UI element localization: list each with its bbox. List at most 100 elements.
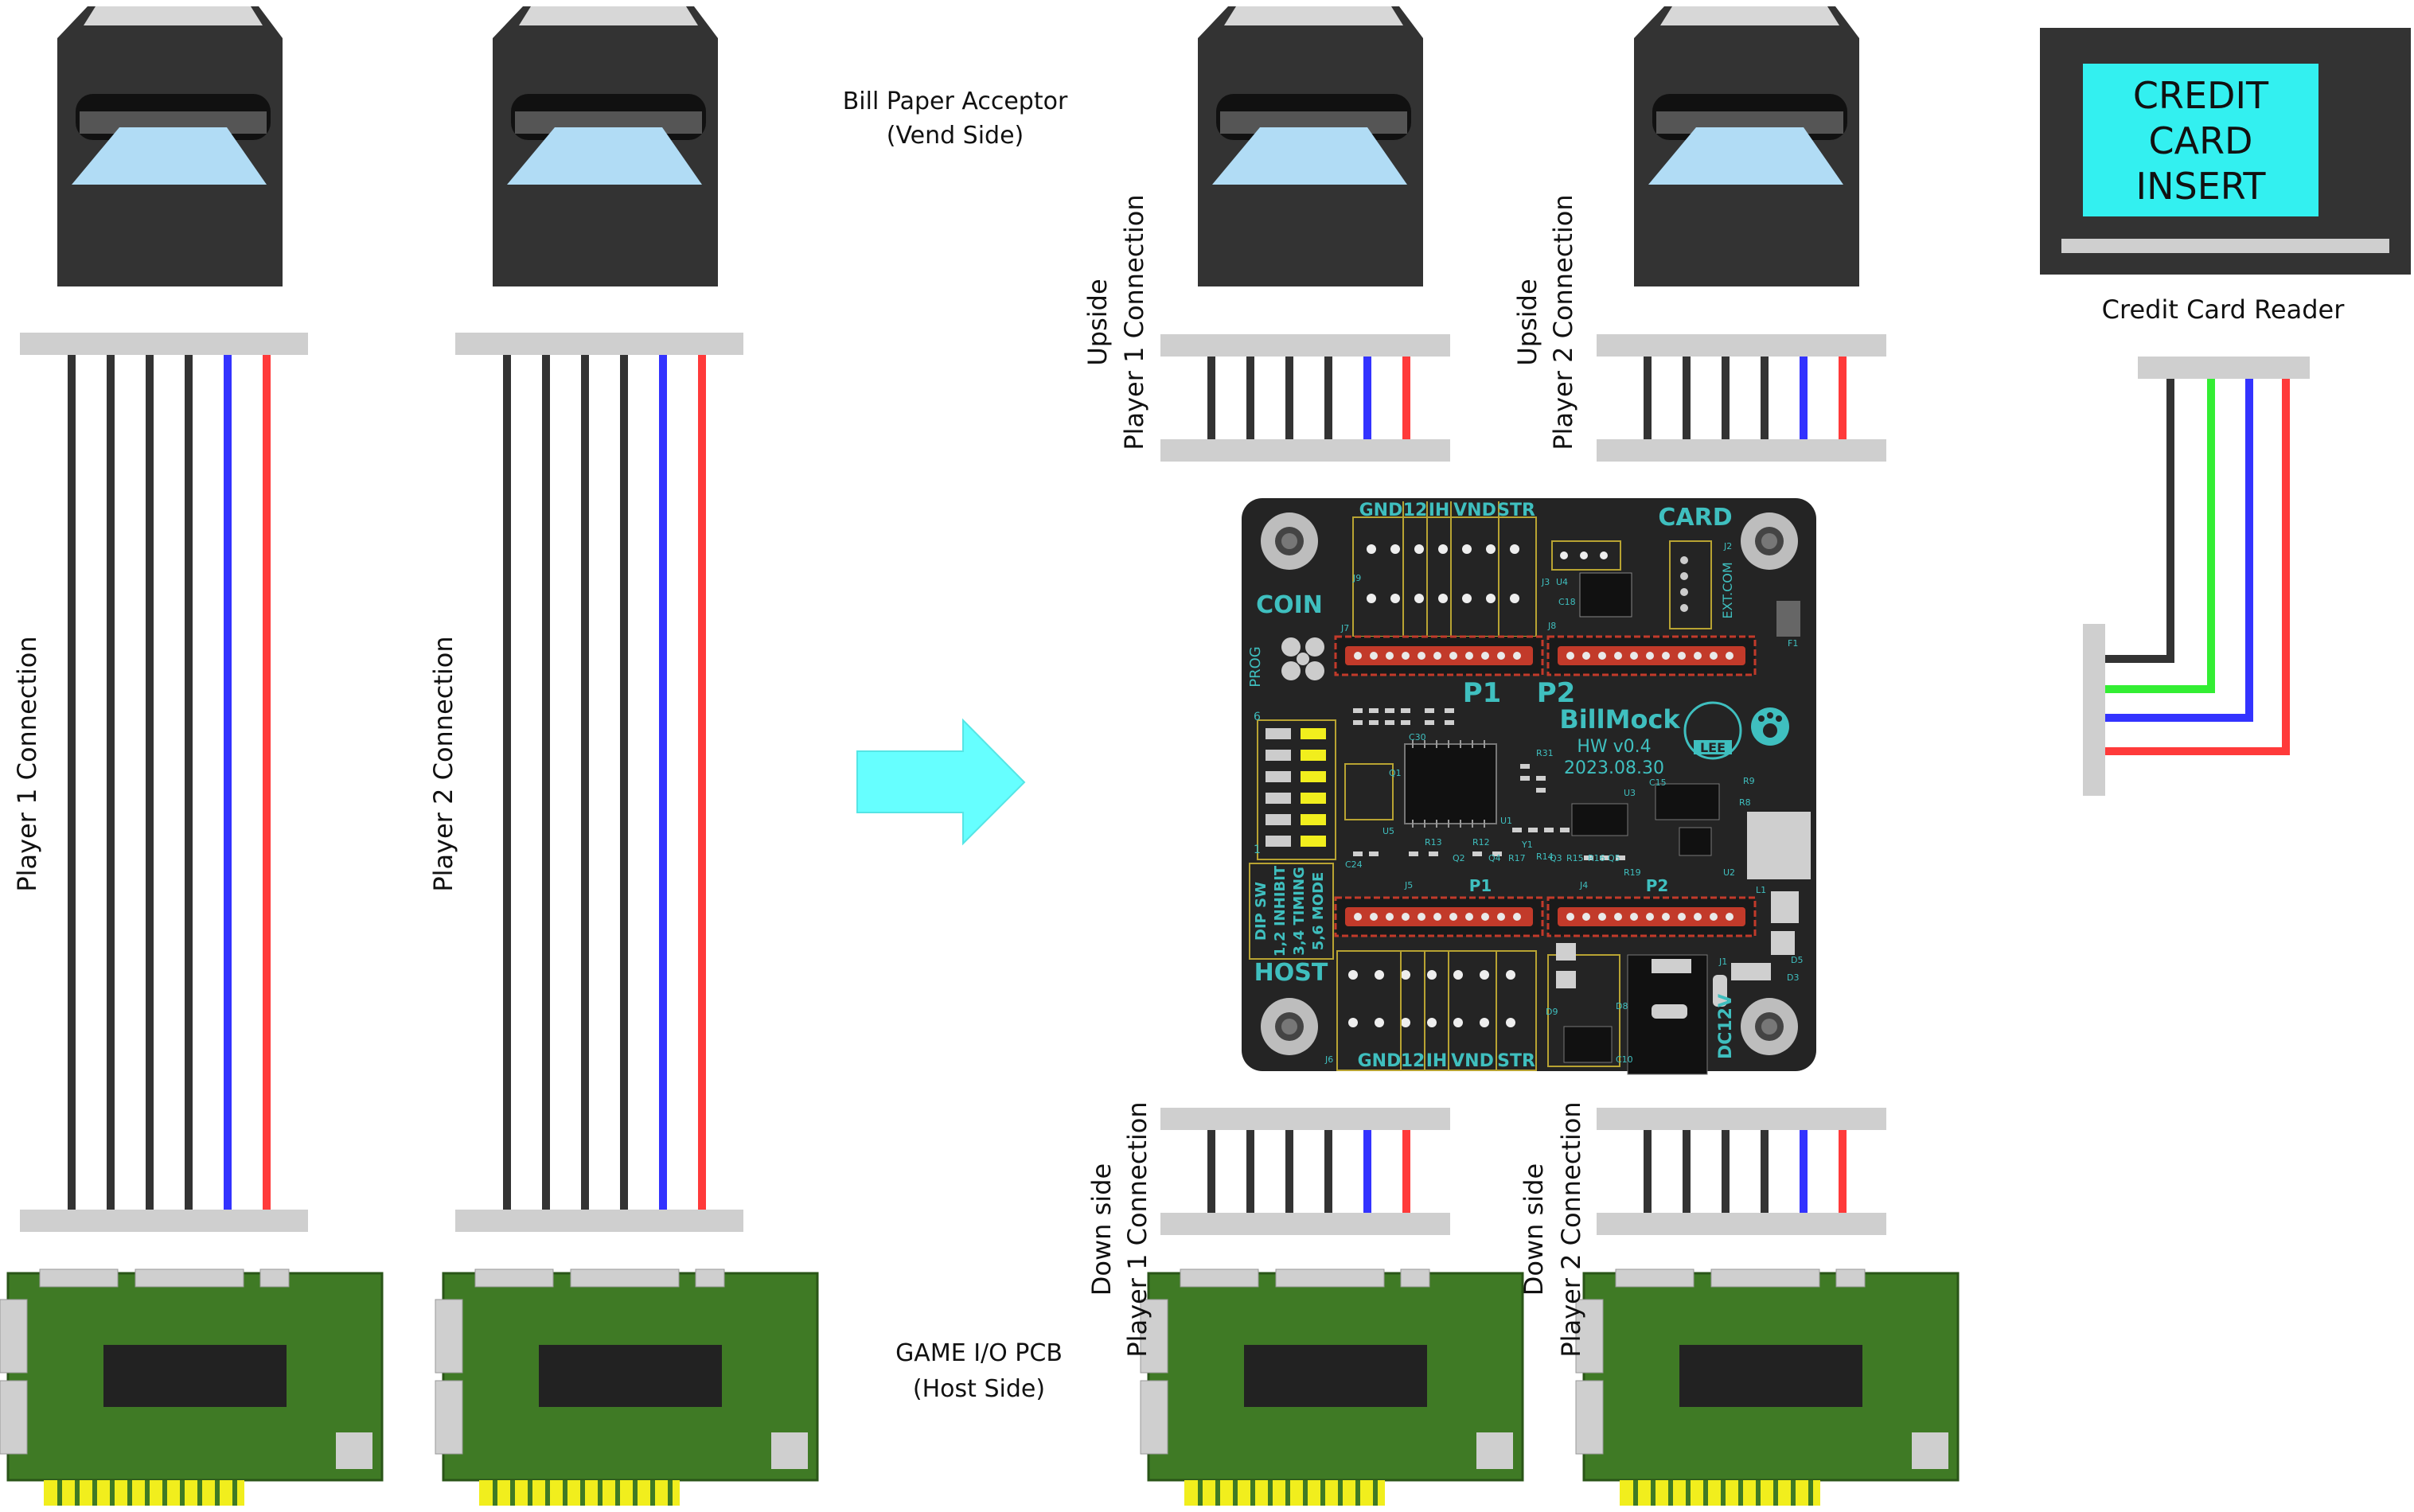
- vend-side-subtitle: (Vend Side): [887, 122, 1024, 150]
- ref-u3: U3: [1624, 788, 1636, 798]
- ref-q4: Q4: [1488, 853, 1501, 863]
- ref-j5: J5: [1404, 880, 1413, 890]
- ref-l1: L1: [1756, 885, 1766, 895]
- credit-reader-label: Credit Card Reader: [2102, 294, 2346, 325]
- ref-j3: J3: [1541, 577, 1550, 587]
- ref-u2: U2: [1723, 867, 1735, 878]
- credit-screen-line2: CARD: [2149, 119, 2253, 162]
- board-ext-label: EXT.COM: [1720, 562, 1735, 618]
- pin-label-bottom-12: 12: [1401, 1051, 1425, 1071]
- ref-u4: U4: [1556, 577, 1568, 587]
- ref-j8: J8: [1547, 621, 1556, 631]
- ref-d3: D3: [1787, 972, 1799, 983]
- host-side-subtitle: (Host Side): [913, 1375, 1045, 1403]
- ref-d5: D5: [1791, 955, 1803, 965]
- credit-screen-line3: INSERT: [2136, 165, 2267, 208]
- game-io-pcb-down-p1: [1141, 1269, 1523, 1506]
- pin-label-top-gnd: GND: [1359, 501, 1403, 520]
- board-version: HW v0.4: [1577, 737, 1651, 757]
- ref-f1: F1: [1788, 638, 1798, 649]
- pin-label-top-ih: IH: [1429, 501, 1450, 520]
- game-io-pcb-left-p2: [435, 1269, 817, 1506]
- ref-j7: J7: [1340, 623, 1349, 633]
- ref-d8: D8: [1616, 1001, 1628, 1011]
- pin-label-bottom-str: STR: [1497, 1051, 1535, 1071]
- pin-label-top-12: 12: [1403, 501, 1428, 520]
- vend-side-title: Bill Paper Acceptor: [843, 88, 1068, 115]
- bill-acceptor-up-p2: [1634, 6, 1859, 286]
- ref-c15: C15: [1649, 777, 1667, 788]
- dip-legend-1: 1,2 INHIBIT: [1272, 865, 1289, 957]
- credit-screen-line1: CREDIT: [2133, 74, 2269, 117]
- ref-c30: C30: [1409, 732, 1426, 742]
- board-date: 2023.08.30: [1564, 758, 1664, 778]
- board-host-label: HOST: [1254, 959, 1328, 987]
- label-up-p1: Player 1 Connection: [1119, 194, 1149, 450]
- ref-q5: Q5: [1608, 853, 1620, 863]
- cable-left-p1: [20, 333, 308, 1232]
- board-title: BillMock: [1559, 704, 1680, 735]
- ref-y1: Y1: [1521, 840, 1533, 850]
- ref-r9: R9: [1743, 776, 1755, 786]
- label-downside-2: Down side: [1519, 1163, 1549, 1296]
- ref-c10: C10: [1616, 1054, 1633, 1065]
- pin-label-bottom-ih: IH: [1426, 1051, 1448, 1071]
- bill-acceptor-left-p1: [57, 6, 283, 286]
- label-left-p1: Player 1 Connection: [12, 636, 42, 891]
- ref-r8: R8: [1739, 797, 1751, 808]
- dip-num-bottom: 1: [1254, 844, 1261, 856]
- ref-q1: Q1: [1389, 768, 1402, 778]
- cable-down-p2: [1597, 1108, 1886, 1235]
- label-down-p2: Player 2 Connection: [1556, 1101, 1586, 1357]
- ref-r13: R13: [1425, 837, 1442, 848]
- ref-c24: C24: [1345, 859, 1363, 870]
- ref-r19: R19: [1624, 867, 1641, 878]
- pin-label-bottom-gnd: GND: [1358, 1051, 1402, 1071]
- ref-j4: J4: [1579, 880, 1588, 890]
- pin-label-bottom-vnd: VND: [1451, 1051, 1494, 1071]
- board-p1-label: P1: [1463, 677, 1502, 709]
- ref-r31: R31: [1536, 748, 1554, 758]
- arrow-icon: [857, 720, 1024, 844]
- label-upside-2: Upside: [1512, 279, 1542, 365]
- ref-j6: J6: [1324, 1054, 1333, 1065]
- label-upside-1: Upside: [1082, 279, 1113, 365]
- ref-u1: U1: [1500, 816, 1512, 826]
- ref-q2: Q2: [1453, 853, 1465, 863]
- label-left-p2: Player 2 Connection: [428, 636, 458, 891]
- label-downside-1: Down side: [1086, 1163, 1117, 1296]
- board-p1-small: P1: [1469, 876, 1492, 895]
- credit-card-reader: CREDIT CARD INSERT: [2040, 28, 2411, 275]
- label-up-p2: Player 2 Connection: [1548, 194, 1578, 450]
- ref-r14: R14: [1536, 851, 1554, 862]
- ref-r15: R15: [1566, 853, 1584, 863]
- board-p2-small: P2: [1646, 876, 1669, 895]
- bill-acceptor-left-p2: [493, 6, 718, 286]
- dip-num-top: 6: [1254, 711, 1261, 723]
- billmock-board: GND 12 IH VND STR CARD EXT.COM COIN PROG: [1242, 498, 1816, 1074]
- cable-up-p2: [1597, 334, 1886, 462]
- ref-r16: R16: [1588, 853, 1605, 863]
- cable-left-p2: [455, 333, 743, 1232]
- ref-j9: J9: [1352, 573, 1361, 583]
- ref-r17: R17: [1508, 853, 1526, 863]
- ref-u5: U5: [1382, 826, 1394, 836]
- board-logo-text: LEE: [1700, 740, 1726, 755]
- bill-acceptor-up-p1: [1198, 6, 1423, 286]
- board-prog-label: PROG: [1247, 646, 1264, 687]
- game-io-pcb-down-p2: [1576, 1269, 1958, 1506]
- cable-up-p1: [1160, 334, 1450, 462]
- label-down-p1: Player 1 Connection: [1122, 1101, 1152, 1357]
- dip-legend-0: DIP SW: [1253, 882, 1269, 941]
- pin-label-top-vnd: VND: [1453, 501, 1496, 520]
- ref-j2: J2: [1723, 541, 1732, 551]
- board-coin-label: COIN: [1256, 591, 1323, 619]
- board-power-label: DC12V: [1716, 994, 1736, 1059]
- ref-j1: J1: [1718, 957, 1727, 967]
- host-side-title: GAME I/O PCB: [895, 1339, 1063, 1367]
- cable-down-p1: [1160, 1108, 1450, 1235]
- ref-r12: R12: [1472, 837, 1490, 848]
- pin-label-top-str: STR: [1497, 501, 1535, 520]
- ref-c18: C18: [1558, 597, 1576, 607]
